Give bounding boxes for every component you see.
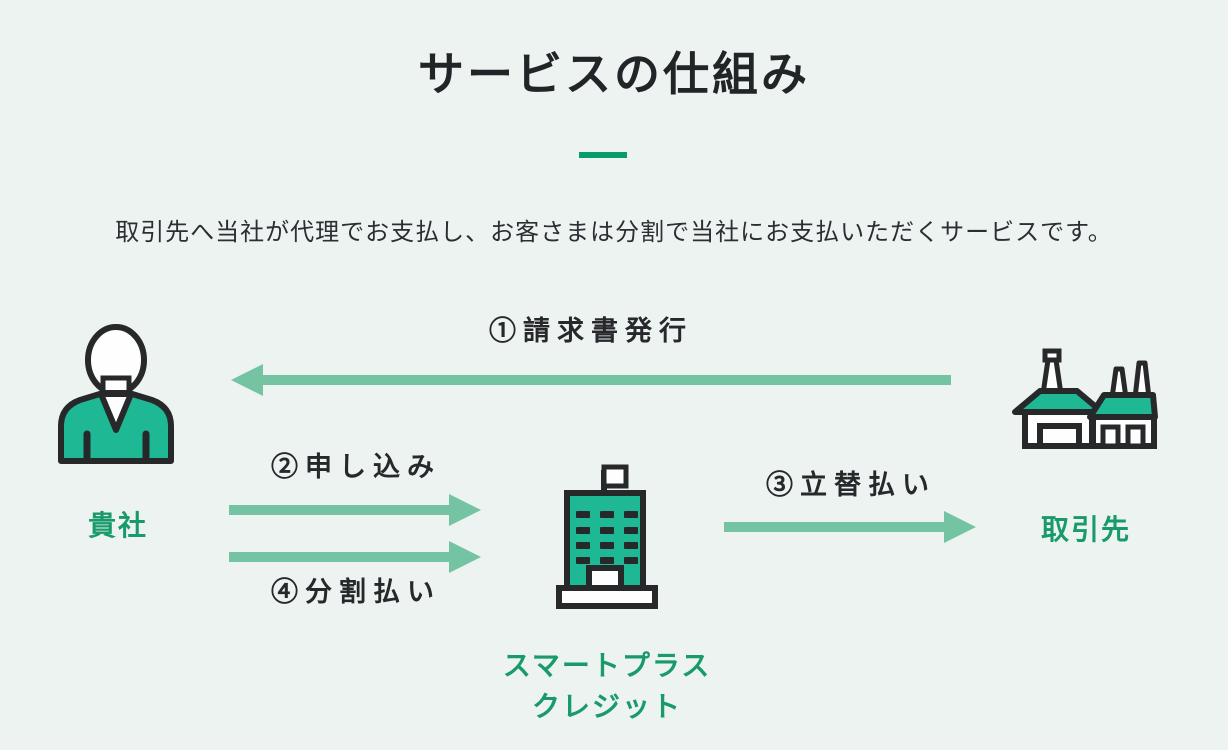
- flow-number-application: ②: [271, 452, 305, 482]
- actor-label-smartplus-line1: スマートプラス: [502, 650, 712, 681]
- flow-number-advance-payment: ③: [766, 470, 800, 500]
- flow-number-installment-payment: ④: [271, 577, 305, 607]
- actor-label-smartplus-line2: クレジット: [531, 690, 682, 722]
- flow-text-installment-payment: 分割払い: [305, 577, 441, 607]
- actor-label-smartplus-credit: スマートプラス クレジット: [480, 646, 734, 727]
- flow-label-installment-payment: ④分割払い: [229, 577, 483, 608]
- actor-supplier: [1012, 346, 1160, 449]
- actor-label-supplier: 取引先: [1040, 514, 1131, 545]
- service-description: 取引先へ当社が代理でお支払し、お客さまは分割で当社にお支払いただくサービスです。: [115, 219, 1113, 246]
- flow-label-application: ②申し込み: [229, 452, 483, 483]
- arrow-left-invoice-issuance: [231, 364, 951, 396]
- actor-label-your-company: 貴社: [87, 510, 148, 541]
- flow-label-advance-payment: ③立替払い: [724, 470, 978, 501]
- flow-label-invoice-issuance: ①請求書発行: [229, 316, 953, 347]
- flow-text-application: 申し込み: [305, 452, 441, 482]
- actor-your-company: [56, 322, 180, 464]
- arrow-right-installment-payment: [229, 541, 481, 573]
- flow-text-advance-payment: 立替払い: [800, 470, 936, 500]
- flow-text-invoice-issuance: 請求書発行: [523, 316, 693, 346]
- office-building-icon: [556, 464, 658, 609]
- flow-number-invoice-issuance: ①: [489, 316, 523, 346]
- arrow-right-advance-payment: [724, 511, 976, 543]
- person-icon: [58, 324, 174, 464]
- page-title: サービスの仕組み: [418, 48, 810, 100]
- actor-smartplus-credit: [556, 462, 658, 610]
- title-divider: [579, 152, 627, 158]
- factory-icon: [1012, 348, 1158, 449]
- arrow-right-application: [229, 494, 481, 526]
